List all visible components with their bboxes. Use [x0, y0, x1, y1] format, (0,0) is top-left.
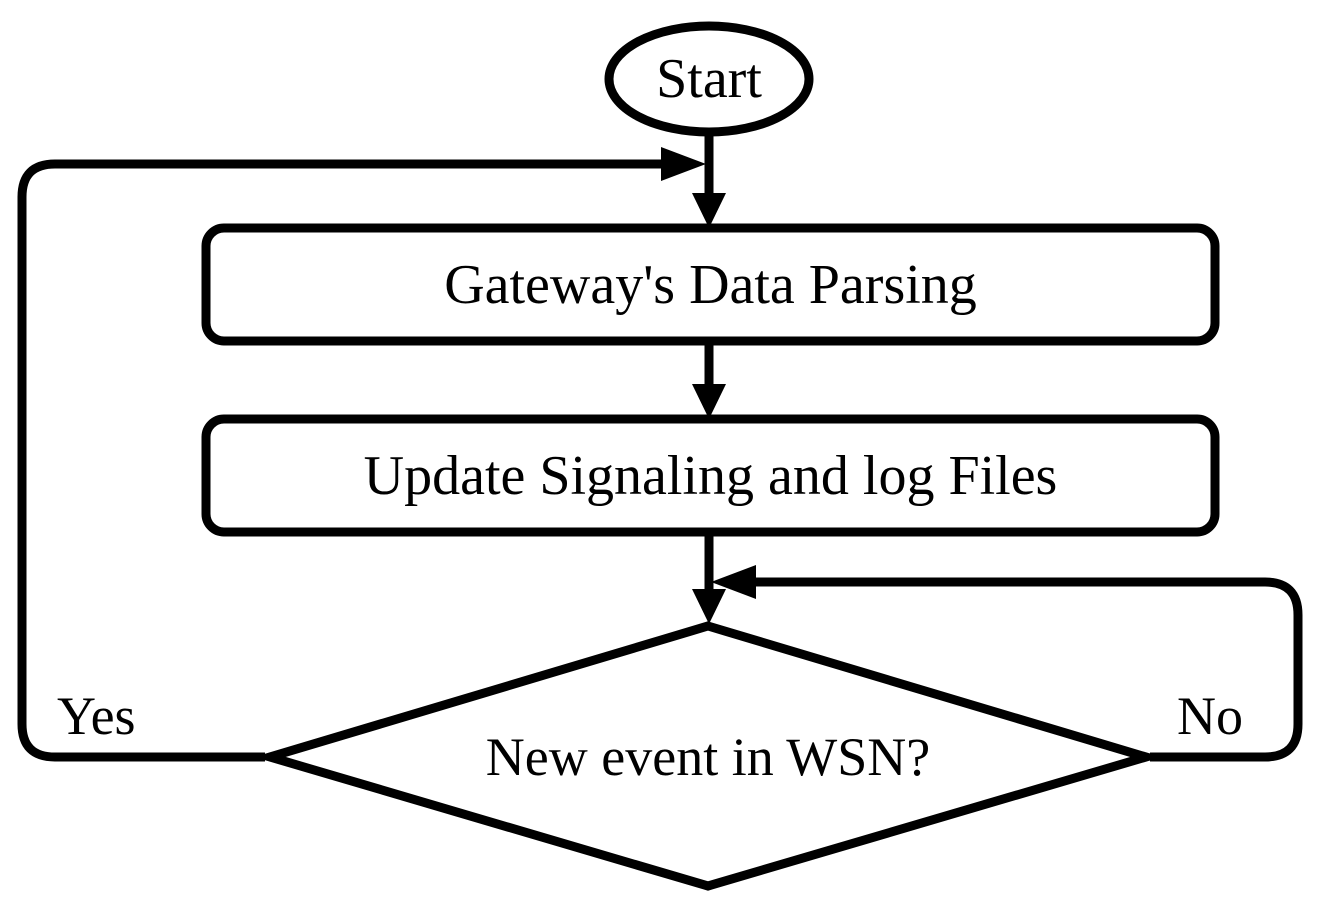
node-shape-decision[interactable]: [254, 621, 1162, 891]
edge-yes-loop: [17, 159, 661, 762]
arrowhead-parse-to-update: [692, 384, 726, 419]
arrowhead-no-loop: [711, 565, 756, 599]
node-shape-parse[interactable]: [201, 223, 1220, 346]
node-shape-start[interactable]: [604, 21, 814, 137]
arrowhead-update-to-decision: [692, 589, 726, 624]
edge-no-loop: [756, 577, 1303, 762]
edge-label-no: No: [1177, 686, 1243, 746]
arrowhead-yes-loop: [661, 147, 706, 181]
edge-label-yes: Yes: [57, 686, 136, 746]
arrowhead-start-to-parse: [692, 193, 726, 228]
node-shape-update[interactable]: [201, 414, 1220, 537]
